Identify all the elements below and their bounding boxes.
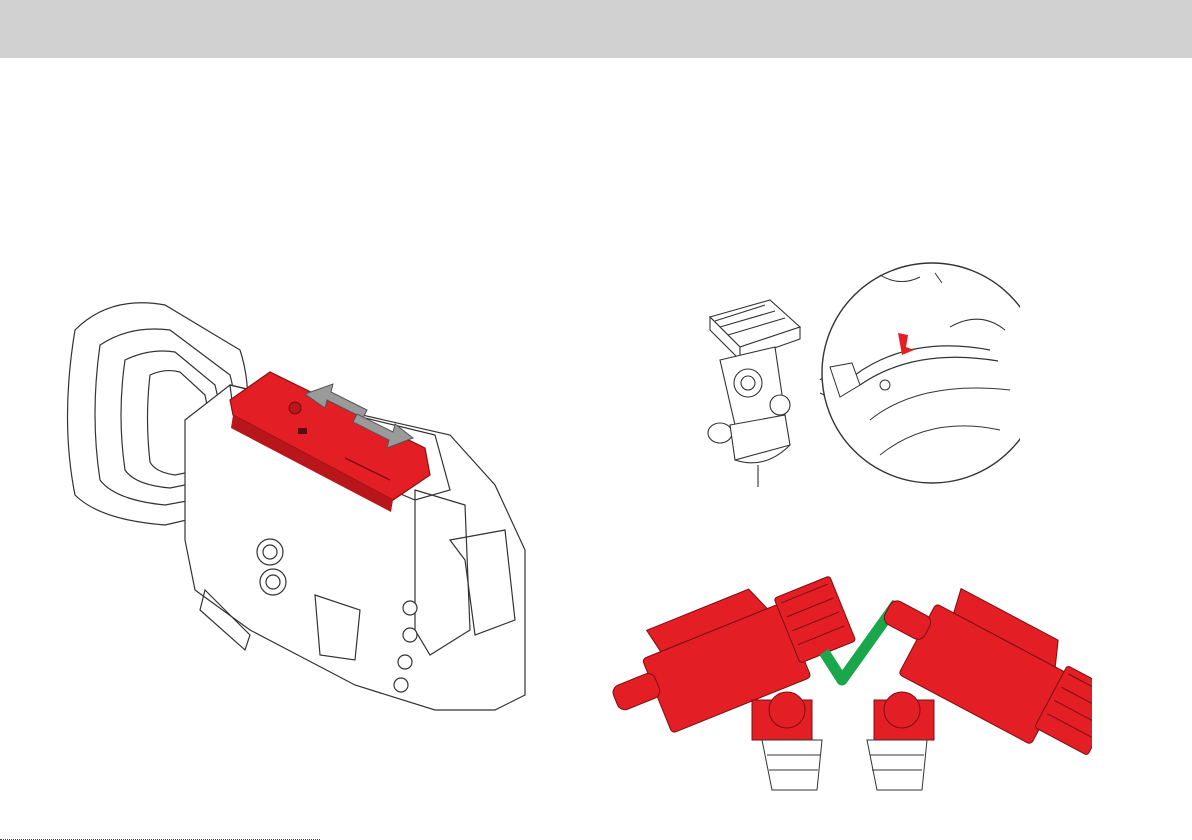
- header-bar: [0, 0, 1192, 58]
- camera-plate-illustration: [55, 290, 540, 740]
- camera-tilted-left-icon: [612, 559, 862, 790]
- balance-illustration: [612, 535, 1092, 810]
- tripod-head-icon: [708, 300, 800, 487]
- footer-line: [0, 833, 320, 840]
- bubble-level-detail-icon: [820, 263, 1020, 483]
- tripod-head-illustration: [680, 255, 1020, 500]
- camera-tilted-right-icon: [863, 563, 1092, 790]
